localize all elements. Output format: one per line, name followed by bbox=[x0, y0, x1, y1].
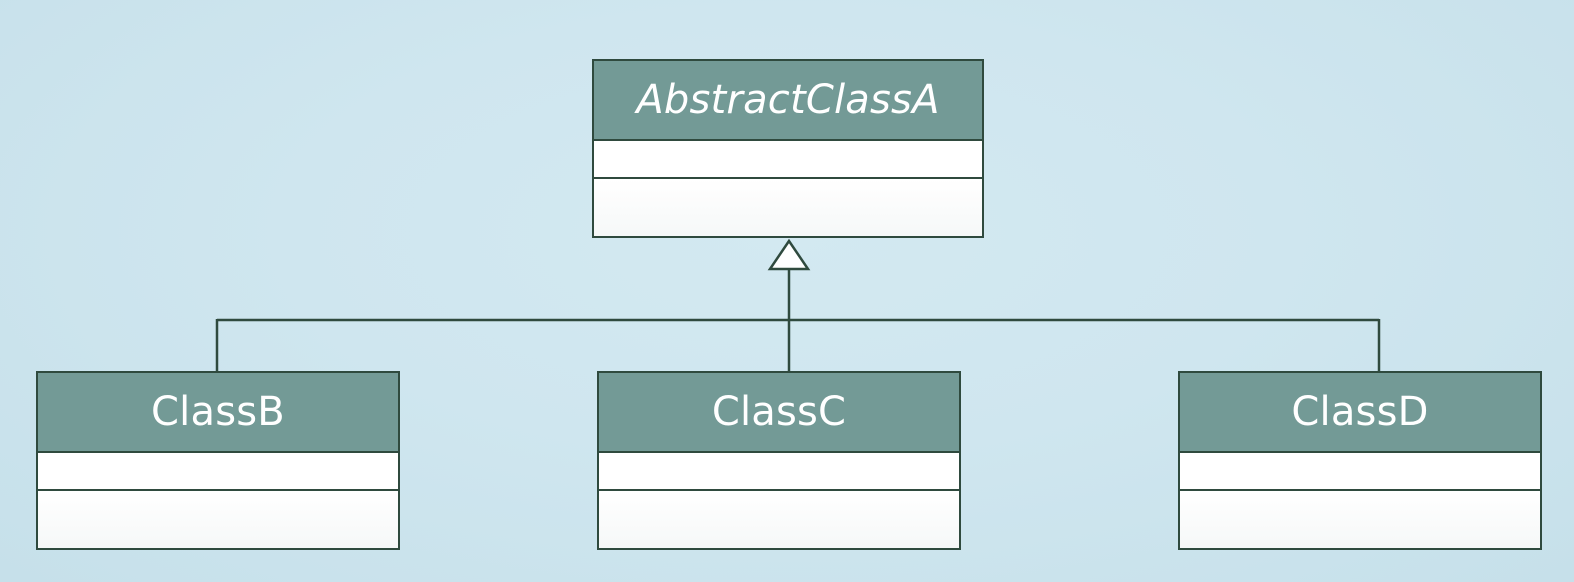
class-attributes-classc bbox=[599, 453, 959, 491]
class-attributes-abstractclassa bbox=[594, 141, 982, 179]
class-methods-abstractclassa bbox=[594, 179, 982, 236]
class-name-abstractclassa: AbstractClassA bbox=[594, 61, 982, 141]
class-name-classb: ClassB bbox=[38, 373, 398, 453]
class-name-classc: ClassC bbox=[599, 373, 959, 453]
class-box-classb[interactable]: ClassB bbox=[36, 371, 400, 550]
class-methods-classc bbox=[599, 491, 959, 548]
generalization-arrowhead-icon bbox=[767, 238, 811, 271]
class-methods-classd bbox=[1180, 491, 1540, 548]
class-name-classd: ClassD bbox=[1180, 373, 1540, 453]
class-box-classc[interactable]: ClassC bbox=[597, 371, 961, 550]
class-attributes-classd bbox=[1180, 453, 1540, 491]
class-methods-classb bbox=[38, 491, 398, 548]
class-box-abstractclassa[interactable]: AbstractClassA bbox=[592, 59, 984, 238]
class-attributes-classb bbox=[38, 453, 398, 491]
class-box-classd[interactable]: ClassD bbox=[1178, 371, 1542, 550]
